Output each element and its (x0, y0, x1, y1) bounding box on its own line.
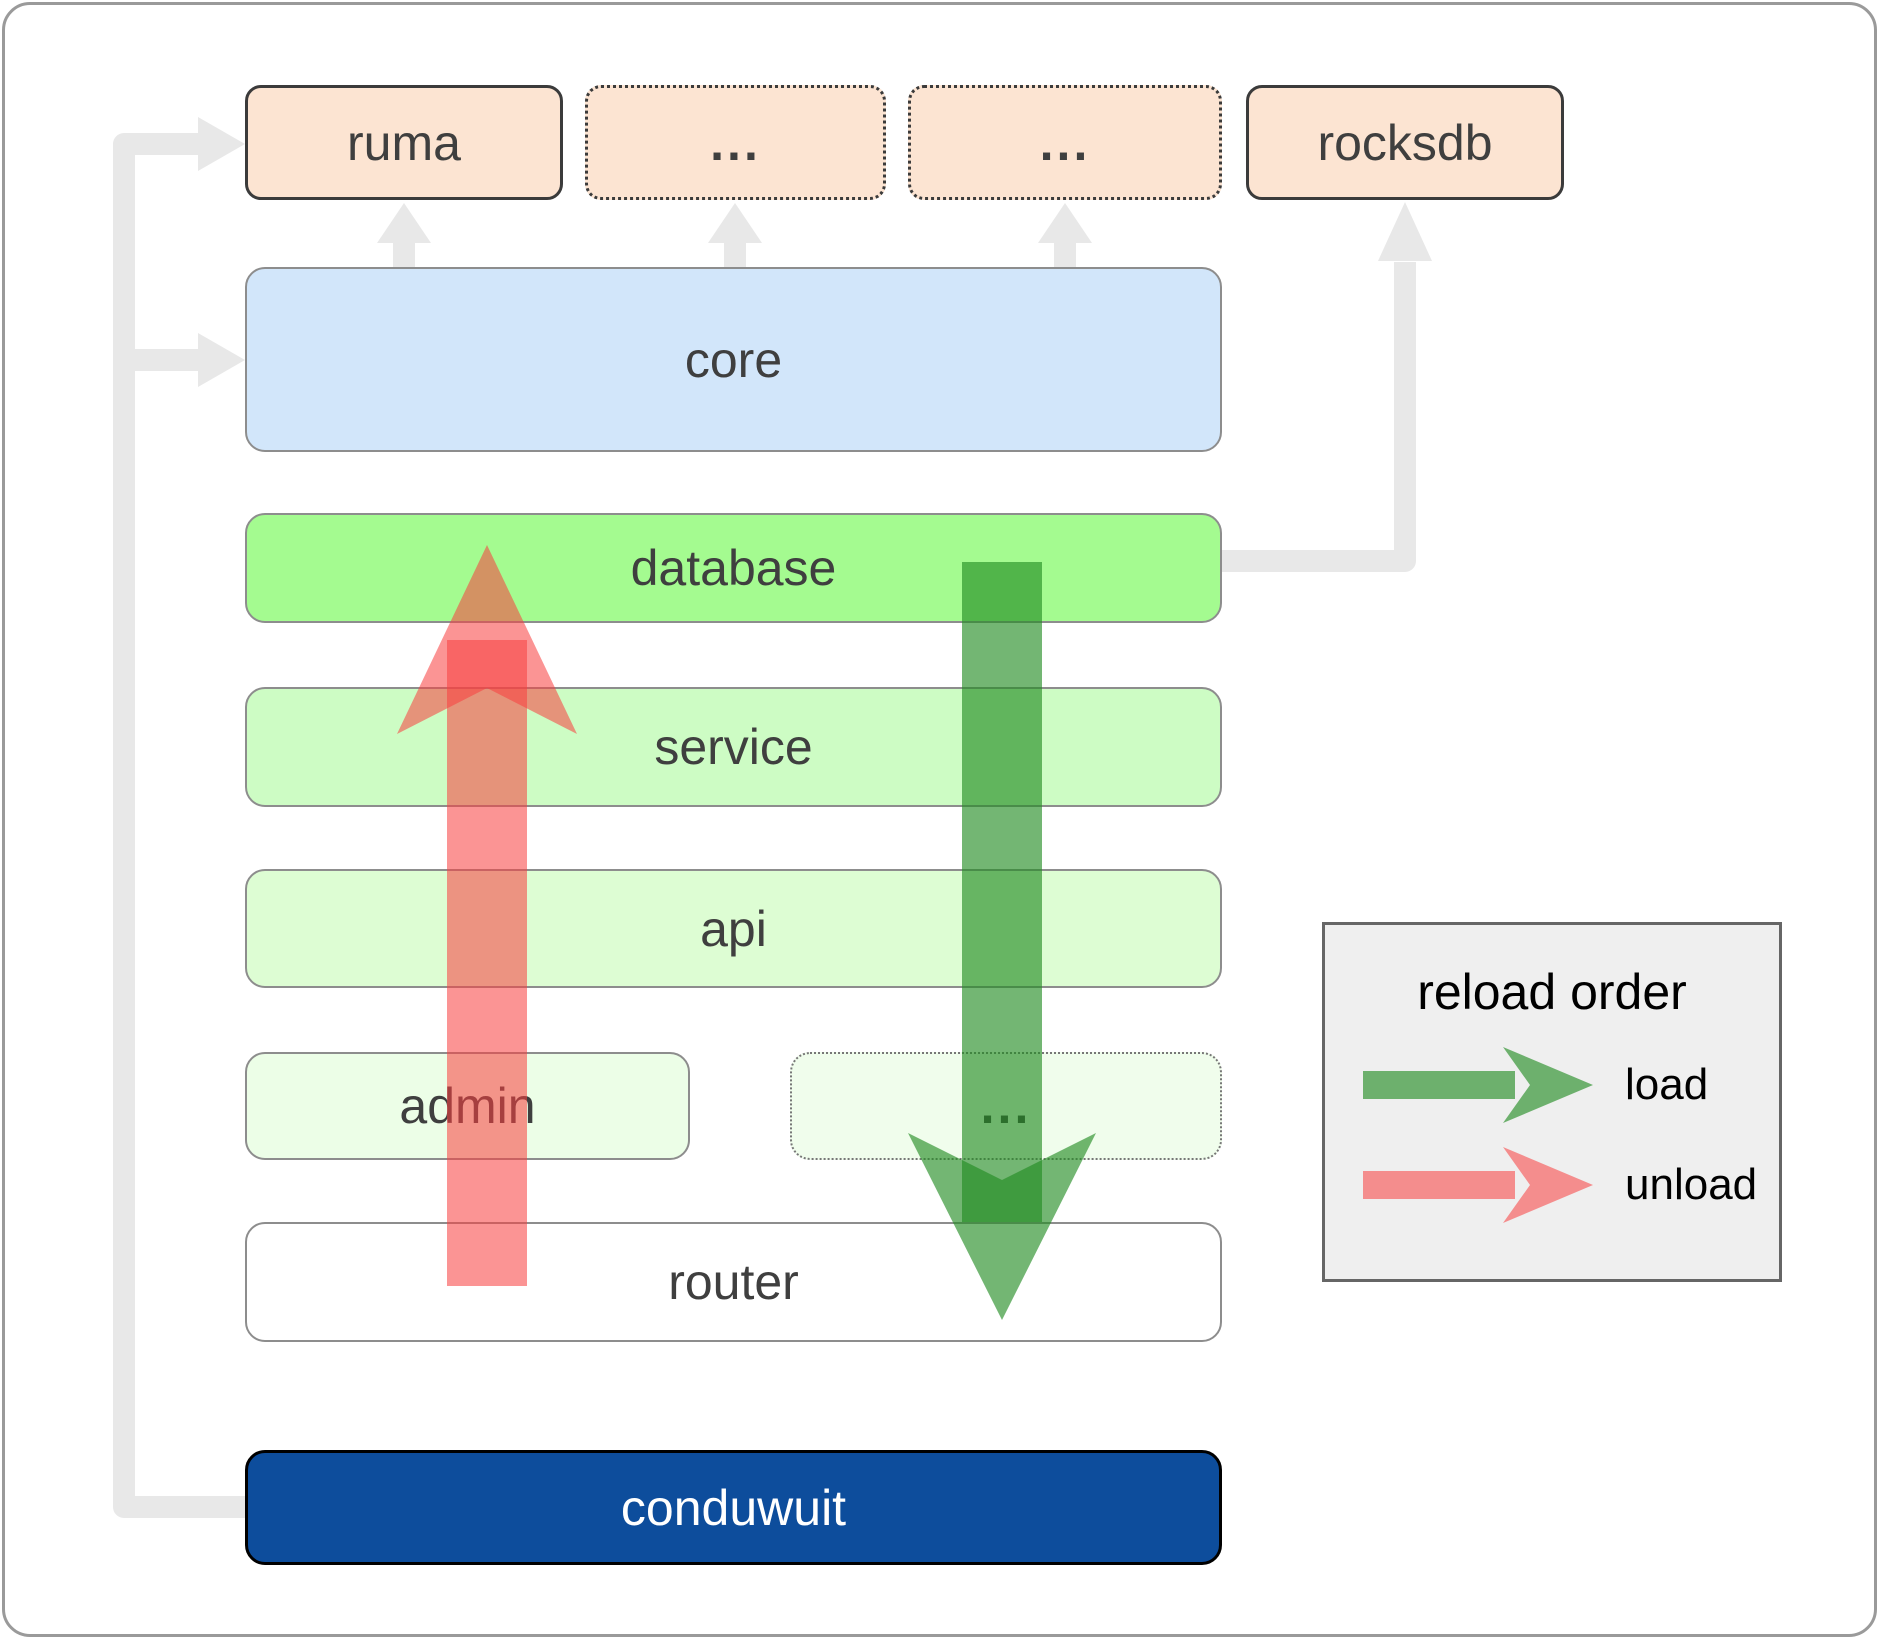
box-database: database (245, 513, 1222, 623)
box-admin: admin (245, 1052, 690, 1160)
legend: reload order load unload (1322, 922, 1782, 1282)
box-label: ... (1039, 114, 1091, 171)
box-label: conduwuit (620, 1479, 847, 1536)
box-label: ... (980, 1078, 1032, 1134)
legend-label-unload: unload (1625, 1160, 1758, 1209)
box-label: database (630, 540, 837, 596)
box-deps-more-2: ... (908, 85, 1222, 200)
box-ruma: ruma (245, 85, 563, 200)
box-core: core (245, 267, 1222, 452)
box-label: ruma (347, 114, 461, 171)
box-service: service (245, 687, 1222, 807)
box-api: api (245, 869, 1222, 988)
box-label: service (654, 719, 813, 775)
box-crates-more: ... (790, 1052, 1222, 1160)
box-label: core (684, 331, 783, 388)
load-arrow-icon (1363, 1047, 1593, 1123)
box-label: api (700, 900, 767, 957)
box-conduwuit: conduwuit (245, 1450, 1222, 1565)
legend-title: reload order (1417, 964, 1687, 1020)
box-rocksdb: rocksdb (1246, 85, 1564, 200)
box-router: router (245, 1222, 1222, 1342)
box-label: rocksdb (1317, 114, 1493, 171)
box-deps-more-1: ... (585, 85, 886, 200)
box-label: ... (710, 114, 761, 171)
legend-label-load: load (1625, 1060, 1709, 1109)
unload-arrow-icon (1363, 1147, 1593, 1223)
box-label: router (668, 1254, 799, 1310)
box-label: admin (399, 1078, 536, 1134)
